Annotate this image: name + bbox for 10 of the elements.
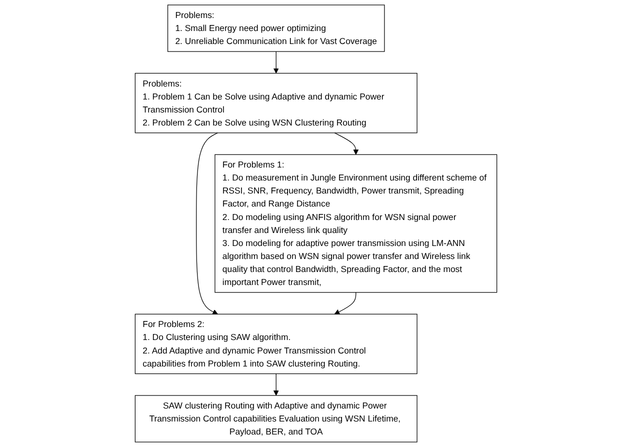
node-box: Problems: 1. Problem 1 Can be Solve using Adaptive and dynamic Power Transmission Control 2. Problem 2 Can be Solve using WSN Clustering Routing — [134, 72, 418, 134]
arrow — [334, 132, 359, 155]
arrow — [273, 51, 279, 74]
node-box: For Problems 2: 1. Do Clustering using SAW algorithm. 2. Add Adaptive and dynamic Power Transmission Control capabilities from Problem 1 into SAW clustering Routing. — [134, 314, 418, 374]
arrow — [273, 373, 279, 396]
arrow — [334, 292, 356, 314]
arrow — [196, 132, 218, 314]
node-box: For Problems 1: 1. Do measurement in Jungle Environment using different scheme of RSSI, SNR, Frequency, Bandwidth, Power transmit, Spreading Factor, and Range Distance 2. Do modeling using ANFIS algorithm for WSN signal power transfer and Wireless link quality 3. Do modeling for adaptive power transmission using LM-ANN algorithm based on WSN signal power transfer and Wireless link quality that control Bandwidth, Spreading Factor, and the most important Power transmit, — [214, 154, 498, 293]
node-box: Problems: 1. Small Energy need power optimizing 2. Unreliable Communication Link for Vast Coverage — [167, 4, 385, 52]
node-box: SAW clustering Routing with Adaptive and dynamic Power Transmission Control capabilities Evaluation using WSN Lifetime, Payload, BER, and TOA — [134, 395, 418, 442]
